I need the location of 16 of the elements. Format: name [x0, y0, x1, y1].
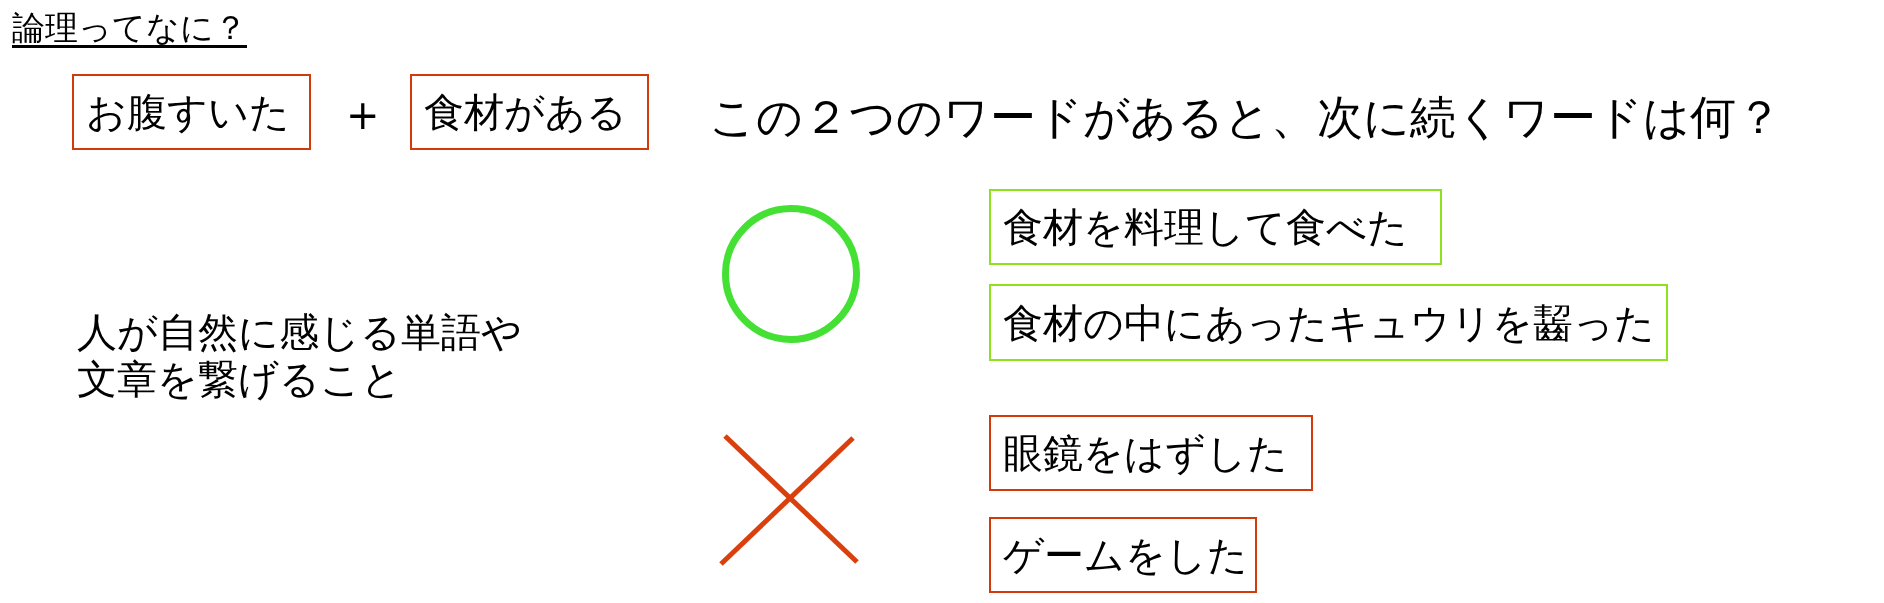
- plus-sign: +: [346, 92, 380, 140]
- word-text: ゲームをした: [1003, 532, 1248, 578]
- word-box: [989, 284, 1668, 361]
- word-text: 食材を料理して食べた: [1003, 204, 1408, 250]
- word-text: お腹すいた: [86, 89, 290, 135]
- definition-text: 人が自然に感じる単語や文章を繋げること: [77, 309, 523, 404]
- word-text: 食材がある: [424, 89, 627, 135]
- word-box: [989, 189, 1442, 265]
- question-text: この２つのワードがあると、次に続くワードは何？: [709, 90, 1782, 145]
- word-box: [72, 74, 311, 150]
- word-box: [989, 415, 1313, 491]
- page-title: 論理ってなに？: [12, 8, 247, 48]
- word-box: [989, 517, 1257, 593]
- word-text: 食材の中にあったキュウリを齧った: [1003, 299, 1655, 346]
- word-box: [410, 74, 649, 150]
- word-text: 眼鏡をはずした: [1003, 430, 1288, 476]
